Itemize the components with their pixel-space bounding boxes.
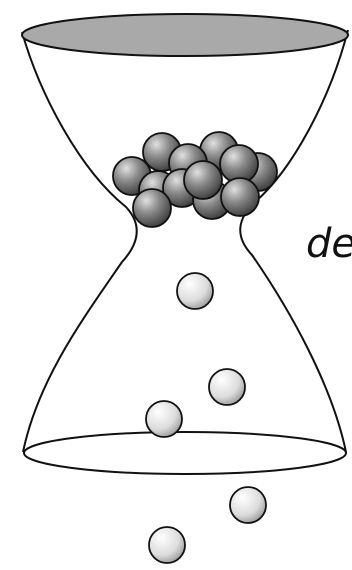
dark-ball bbox=[221, 178, 259, 216]
falling-balls bbox=[146, 273, 266, 563]
light-ball bbox=[209, 369, 245, 405]
light-ball bbox=[146, 401, 182, 437]
bottom-rim bbox=[24, 432, 346, 474]
light-ball bbox=[177, 273, 213, 309]
top-rim bbox=[22, 14, 348, 56]
side-label: de bbox=[306, 221, 352, 267]
hourglass-left-outline bbox=[22, 32, 137, 452]
light-ball bbox=[149, 527, 185, 563]
dark-ball bbox=[133, 189, 171, 227]
light-ball bbox=[230, 487, 266, 523]
clustered-balls bbox=[113, 132, 277, 227]
dark-ball bbox=[184, 161, 222, 199]
